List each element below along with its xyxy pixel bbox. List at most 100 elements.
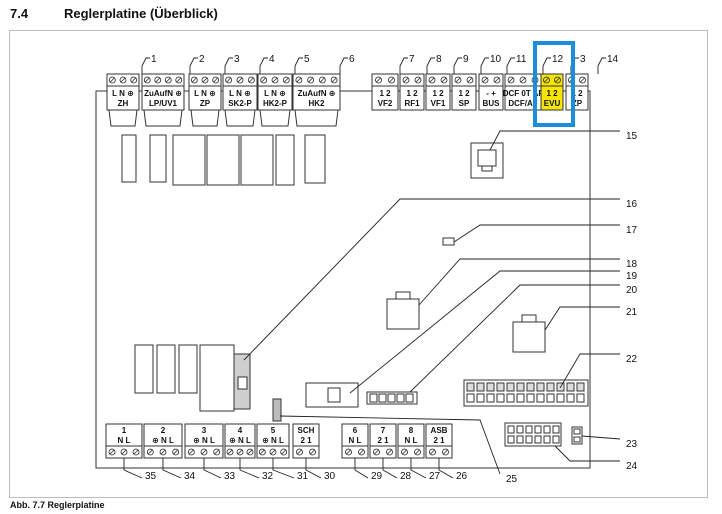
callout-number: 8 [436, 54, 442, 65]
top-connector: ZuAufN ⊕LP/UV1 [141, 73, 185, 127]
connector-name-label: 1 [122, 426, 127, 435]
connector-pins-label: N L [349, 436, 362, 445]
connector-pins-label: - + [486, 89, 496, 98]
bottom-connector: 3⊕ N L [184, 423, 224, 459]
callout-number: 21 [626, 307, 638, 318]
connector-name-label: 5 [271, 426, 276, 435]
jumper-23 [571, 426, 583, 445]
callout-number: 1 [151, 54, 157, 65]
callout-number: 24 [626, 461, 638, 472]
callout-number: 6 [349, 54, 355, 65]
callout-number: 31 [297, 471, 309, 482]
figure-caption: Abb. 7.7 Reglerplatine [10, 500, 105, 510]
connector-name-label: 7 [381, 426, 386, 435]
callout-number: 20 [626, 285, 638, 296]
connector-name-label: 6 [353, 426, 358, 435]
connector-pins-label: N L [118, 436, 131, 445]
relay-small [178, 344, 198, 394]
callout-number: 35 [145, 471, 157, 482]
callout-number: 28 [400, 471, 412, 482]
connector-name-label: VF1 [431, 99, 446, 108]
relay-small [134, 344, 154, 394]
connector-name-label: HK2-P [263, 99, 288, 108]
bottom-connector: 2⊕ N L [143, 423, 183, 459]
top-connector: L N ⊕SK2-P [222, 73, 258, 127]
section-title: Reglerplatine (Überblick) [64, 6, 218, 21]
callout-number: 32 [262, 471, 274, 482]
connector-pins-label: ⊕ N L [229, 436, 251, 445]
connector-name-label: SP [459, 99, 470, 108]
top-connector: L N ⊕HK2-P [257, 73, 293, 127]
callout-number: 15 [626, 131, 638, 142]
connector-block-22 [463, 379, 589, 407]
connector-name-label: EVU [544, 99, 561, 108]
callout-number: 25 [506, 474, 518, 485]
callout-number: 9 [463, 54, 469, 65]
bottom-connector: 4⊕ N L [224, 423, 256, 459]
board-outline [95, 90, 591, 469]
relay-large [240, 134, 274, 186]
callout-number: 12 [552, 54, 564, 65]
led-17 [442, 237, 455, 246]
connector-name-label: ASB [431, 426, 448, 435]
connector-name-label: 4 [238, 426, 243, 435]
relay-large [199, 344, 235, 412]
callout-number: 3 [580, 54, 586, 65]
callout-number: 33 [224, 471, 236, 482]
connector-pins-label: 1 2 [406, 89, 418, 98]
rj-socket [470, 142, 504, 179]
callout-number: 10 [490, 54, 502, 65]
callout-number: 26 [456, 471, 468, 482]
connector-pins-label: 1 2 [546, 89, 558, 98]
callout-number: 22 [626, 354, 638, 365]
connector-name-label: 8 [409, 426, 414, 435]
connector-pins-label: L N ⊕ [194, 89, 216, 98]
connector-name-label: SK2-P [228, 99, 252, 108]
callout-number: 16 [626, 199, 638, 210]
connector-name-label: BUS [483, 99, 501, 108]
top-connector: ZuAufN ⊕HK2 [292, 73, 341, 127]
callout-number: 17 [626, 225, 638, 236]
bottom-connector: 6N L [341, 423, 369, 459]
figure-frame [9, 30, 708, 498]
top-connector: L N ⊕ZH [106, 73, 140, 127]
connector-pins-label: DCF 0T AF [503, 89, 544, 98]
top-connector: - +BUS [478, 73, 504, 111]
bottom-connector: 8N L [397, 423, 425, 459]
connector-pins-label: ⊕ N L [152, 436, 174, 445]
callout-number: 30 [324, 471, 336, 482]
connector-name-label: RF1 [404, 99, 420, 108]
connector-pins-label: 1 2 [379, 89, 391, 98]
callout-number: 14 [607, 54, 619, 65]
relay-small [156, 344, 176, 394]
connector-pins-label: 1 2 [571, 89, 583, 98]
callout-number: 7 [409, 54, 415, 65]
evu-highlight-box [533, 41, 575, 127]
connector-name-label: ZP [572, 99, 583, 108]
callout-number: 18 [626, 259, 638, 270]
connector-pins-label: N L [405, 436, 418, 445]
connector-name-label: HK2 [308, 99, 325, 108]
connector-name-label: 3 [202, 426, 207, 435]
connector-pins-label: 1 2 [458, 89, 470, 98]
dip-switch [305, 382, 359, 408]
connector-name-label: SCH [298, 426, 315, 435]
callout-number: 4 [269, 54, 275, 65]
connector-pins-label: 2 1 [433, 436, 445, 445]
callout-number: 3 [234, 54, 240, 65]
bottom-connector: 5⊕ N L [256, 423, 290, 459]
connector-pins-label: 1 2 [432, 89, 444, 98]
relay-large [172, 134, 206, 186]
component-21 [512, 321, 546, 353]
callout-number: 19 [626, 271, 638, 282]
connector-pins-label: L N ⊕ [229, 89, 251, 98]
connector-name-label: LP/UV1 [149, 99, 178, 108]
pin-header-20 [366, 391, 418, 405]
relay-small [149, 134, 167, 183]
